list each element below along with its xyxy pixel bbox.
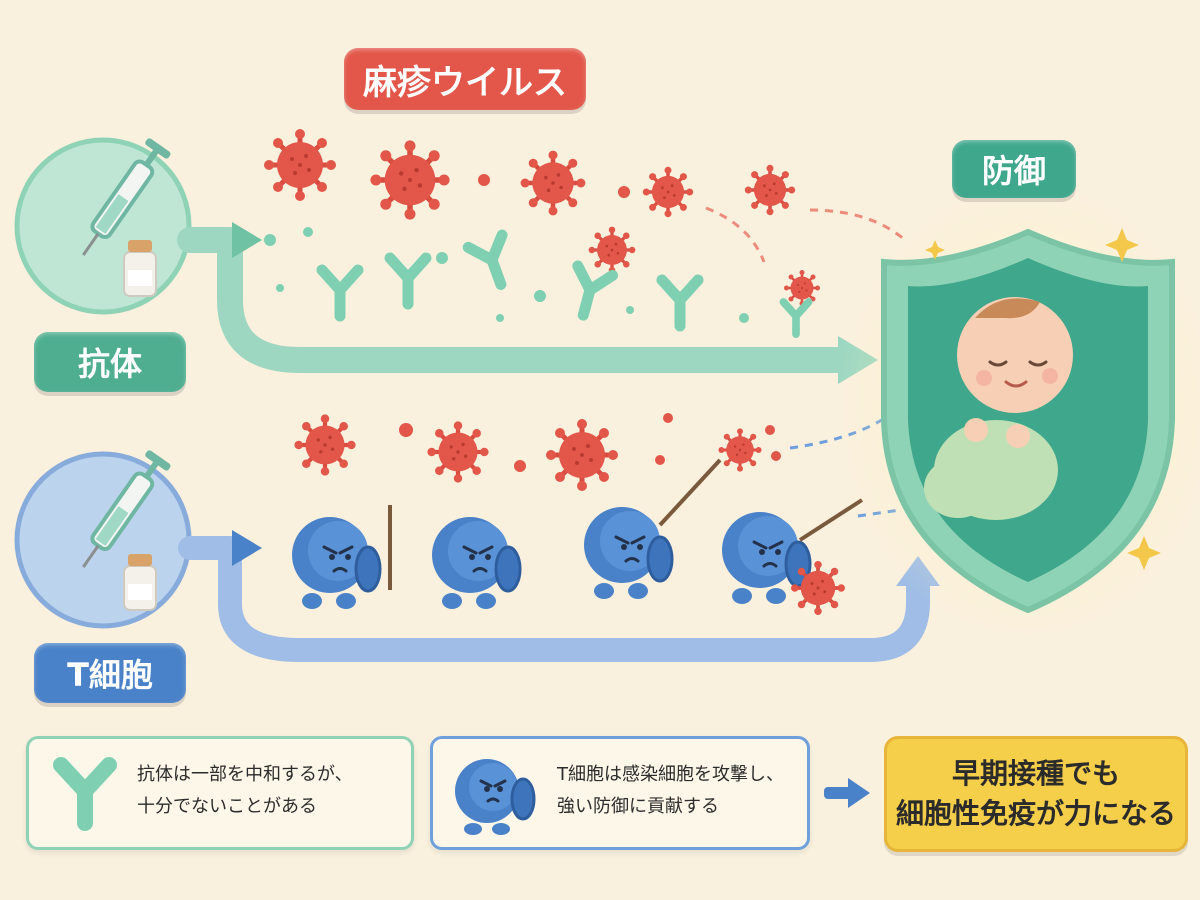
tcell-vaccine-badge xyxy=(14,449,192,629)
virus-group-bottom xyxy=(294,413,781,491)
tcell-pathway-arrow xyxy=(178,536,930,662)
tcell-label: T細胞 xyxy=(34,643,186,703)
arrow-icon xyxy=(232,222,262,258)
dashed-path-antibody xyxy=(809,208,906,242)
antibody-explanation-panel: 抗体は一部を中和するが、 十分でないことがある xyxy=(26,736,414,850)
conclusion-line2: 細胞性免疫が力になる xyxy=(895,797,1176,830)
virus-icon xyxy=(546,419,618,491)
t-cell-icon xyxy=(290,515,382,611)
virus-icon xyxy=(743,163,797,217)
tcell-explanation-panel: T細胞は感染細胞を攻撃し、 強い防御に貢献する xyxy=(430,736,810,850)
antibody-icon xyxy=(662,280,698,326)
arrow-icon xyxy=(232,530,262,566)
t-cell-icon xyxy=(430,515,522,611)
antibody-icon xyxy=(390,258,426,304)
virus-label: 麻疹ウイルス xyxy=(344,48,586,110)
antibody-vaccine-badge xyxy=(14,137,192,315)
antibody-group xyxy=(264,227,809,334)
antibody-icon xyxy=(322,270,358,316)
virus-icon xyxy=(370,140,449,219)
tcell-explanation-text: T細胞は感染細胞を攻撃し、 強い防御に貢献する xyxy=(557,759,784,823)
virus-icon xyxy=(716,426,764,474)
baby-icon xyxy=(924,297,1073,520)
antibody-label: 抗体 xyxy=(34,332,186,392)
virus-icon xyxy=(641,165,695,219)
virus-icon xyxy=(264,129,336,201)
antibody-explanation-line1: 抗体は一部を中和するが、 xyxy=(137,764,353,785)
antibody-icon xyxy=(566,266,613,320)
antibody-icon xyxy=(468,235,518,291)
tcell-explanation-line2: 強い防御に貢献する xyxy=(557,796,719,817)
conclusion-line1: 早期接種でも xyxy=(951,757,1120,790)
dashed-path-antibody xyxy=(705,206,766,263)
antibody-pathway-arrow xyxy=(177,227,855,373)
tcell-explanation-line1: T細胞は感染細胞を攻撃し、 xyxy=(557,764,784,785)
t-cell-icon xyxy=(455,759,536,835)
antibody-icon xyxy=(783,302,808,334)
virus-icon xyxy=(521,151,586,216)
conclusion-panel: 早期接種でも 細胞性免疫が力になる xyxy=(884,736,1188,852)
sparkle-icon xyxy=(925,228,1161,570)
vaccine-vial-icon xyxy=(123,239,157,297)
antibody-explanation-text: 抗体は一部を中和するが、 十分でないことがある xyxy=(137,759,353,823)
tcell-group xyxy=(290,458,864,617)
virus-icon xyxy=(789,559,847,617)
virus-group-top xyxy=(264,129,822,308)
antibody-icon xyxy=(53,757,117,831)
defense-label: 防御 xyxy=(952,140,1076,198)
arrow-icon xyxy=(824,778,870,808)
vaccine-vial-icon xyxy=(123,553,157,611)
virus-icon xyxy=(294,414,355,475)
antibody-explanation-line2: 十分でないことがある xyxy=(137,796,317,817)
t-cell-icon xyxy=(582,505,674,601)
virus-icon xyxy=(427,421,488,482)
virus-icon xyxy=(586,224,638,276)
virus-icon xyxy=(782,268,822,308)
